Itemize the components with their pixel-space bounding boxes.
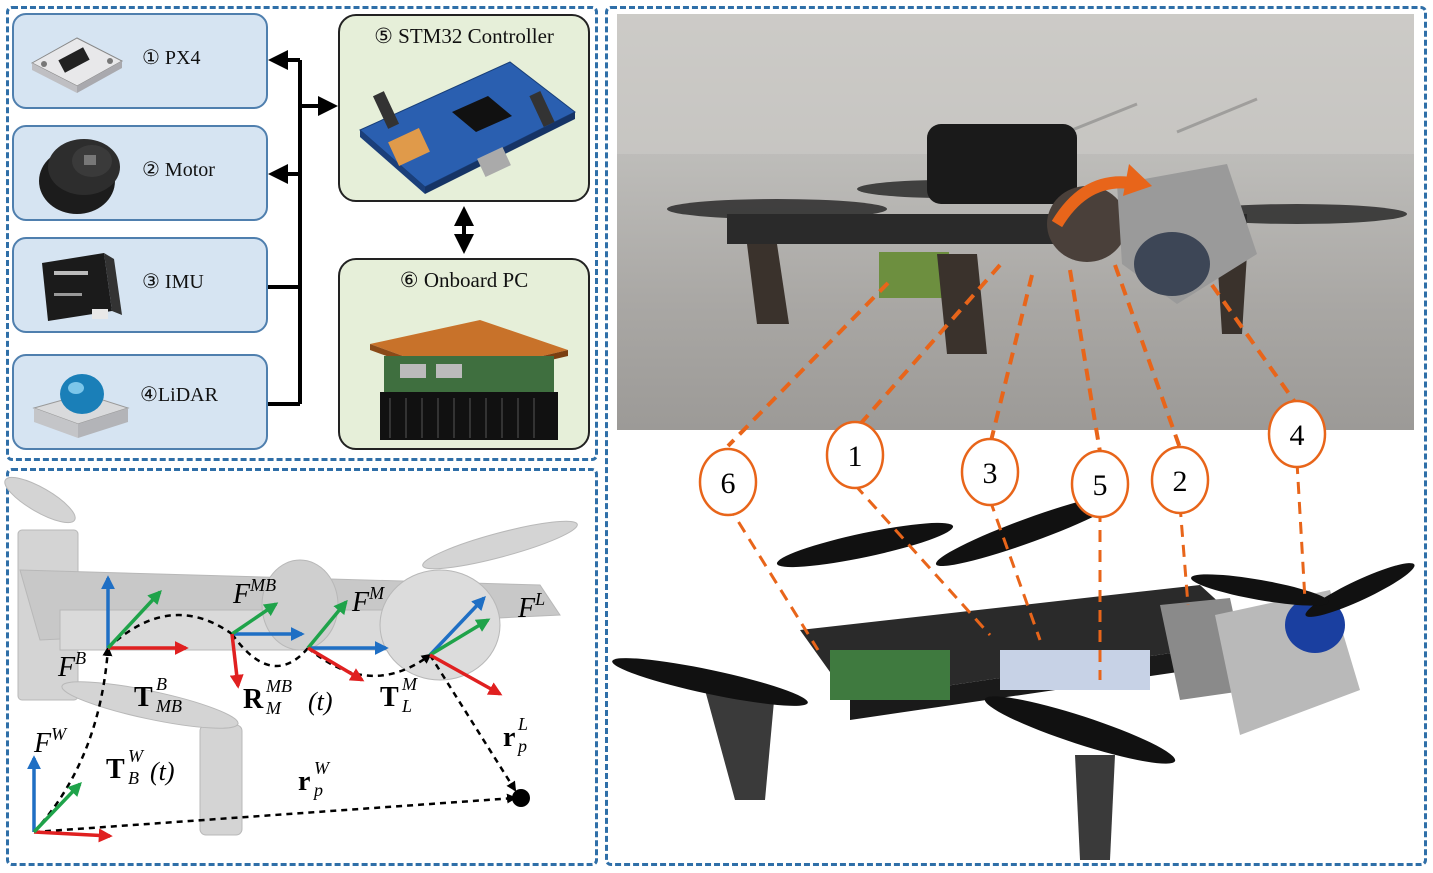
onboard-pc-label: ⑥ Onboard PC — [399, 268, 529, 292]
px4-board-icon — [30, 37, 124, 93]
lidar-label: ④LiDAR — [140, 384, 218, 406]
px4-label: ① PX4 — [142, 47, 201, 69]
px4-box: ① PX4 — [12, 13, 268, 109]
imu-box: ③ IMU — [12, 237, 268, 333]
drone-photo-illustration — [617, 14, 1414, 354]
stm32-label: ⑤ STM32 Controller — [374, 24, 554, 48]
lidar-icon — [32, 374, 130, 438]
onboard-pc-box: ⑥ Onboard PC — [338, 258, 590, 450]
onboard-pc-icon — [370, 320, 568, 440]
callout-3: 3 — [983, 457, 998, 490]
imu-icon — [42, 253, 122, 321]
faded-drone-structure — [4, 476, 578, 836]
frame-body-label: FB — [57, 648, 86, 683]
callout-6: 6 — [721, 467, 736, 500]
callout-5: 5 — [1093, 469, 1108, 502]
callout-4: 4 — [1290, 419, 1305, 452]
callout-1: 1 — [848, 440, 863, 473]
lidar-box: ④LiDAR — [12, 354, 268, 450]
frame-lidar-label: FL — [517, 589, 545, 624]
stm32-board-icon — [359, 61, 576, 194]
motor-label: ② Motor — [142, 159, 215, 181]
motor-box: ② Motor — [12, 125, 268, 221]
cad-model — [612, 493, 1415, 860]
stm32-box: ⑤ STM32 Controller — [338, 14, 590, 202]
motor-icon — [39, 139, 120, 214]
frame-world-label: FW — [33, 724, 68, 759]
imu-label: ③ IMU — [142, 271, 204, 293]
frame-motor-label: FM — [351, 583, 385, 618]
callout-2: 2 — [1173, 465, 1188, 498]
frame-mb-label: FMB — [232, 575, 276, 610]
drone-photo — [617, 14, 1414, 430]
